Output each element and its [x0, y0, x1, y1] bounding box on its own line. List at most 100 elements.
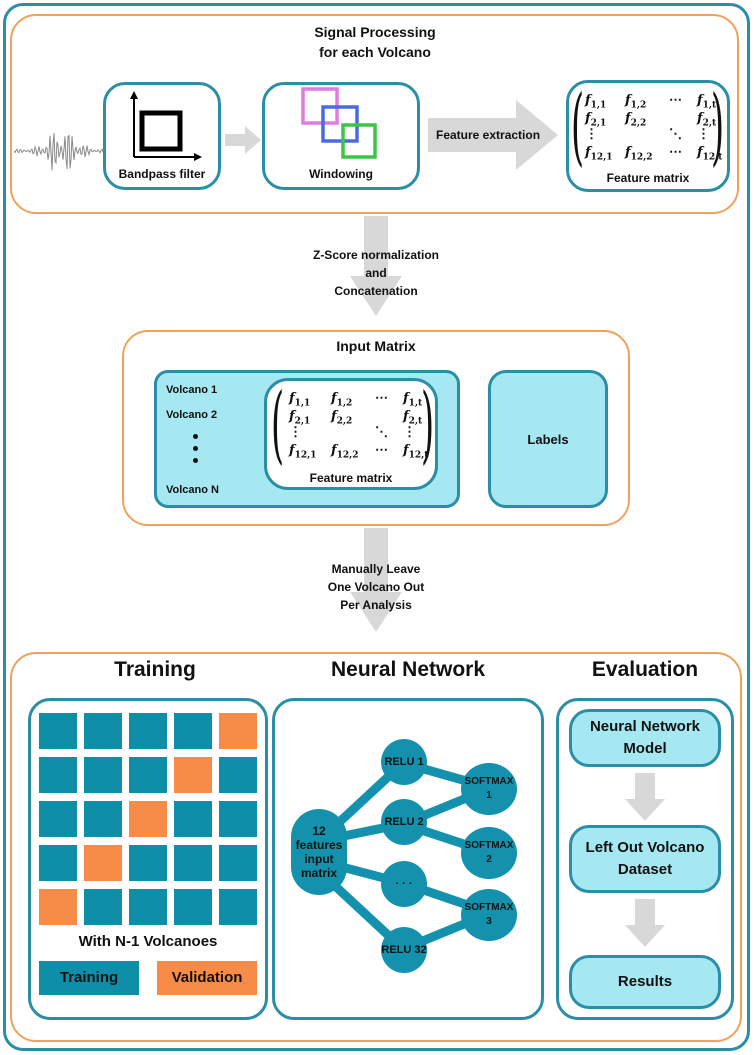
softmax-1-label: SOFTMAX	[464, 776, 514, 787]
training-fold	[129, 889, 167, 925]
arrow-down-eval-1	[625, 773, 665, 821]
arrow-down-1	[350, 216, 402, 316]
arrow-down-2	[350, 528, 402, 632]
input-node-line4: matrix	[300, 866, 338, 880]
training-fold	[39, 757, 77, 793]
left-paren: (	[271, 375, 285, 473]
training-fold	[39, 713, 77, 749]
training-fold	[174, 889, 212, 925]
matrix-cell: f2,t	[697, 111, 717, 129]
training-fold	[39, 801, 77, 837]
feature-matrix-label: Feature matrix	[606, 171, 690, 185]
validation-fold	[129, 801, 167, 837]
matrix-cell: ⋮	[585, 127, 598, 142]
signal-processing-title: Signal Processing for each Volcano	[200, 22, 550, 62]
matrix-cell: f12,2	[331, 443, 359, 461]
matrix-cell: f1,2	[331, 391, 353, 409]
relu-1-label: RELU 1	[384, 756, 424, 768]
legend-training: Training	[39, 961, 139, 995]
matrix-cell: ⋱	[669, 127, 682, 142]
matrix-cell: ⋯	[375, 443, 388, 458]
matrix-cell: ⋯	[375, 391, 388, 406]
feature-extraction-label: Feature extraction	[436, 128, 541, 142]
windowing-box: Windowing	[262, 82, 420, 190]
model-line1: Neural Network	[589, 718, 701, 735]
input-node-line2: features	[295, 838, 343, 852]
softmax-3-label: SOFTMAX	[464, 902, 514, 913]
input-node-line1: 12	[312, 824, 326, 838]
training-fold	[39, 845, 77, 881]
training-fold	[84, 757, 122, 793]
training-fold	[219, 801, 257, 837]
bandpass-filter-box: Bandpass filter	[103, 82, 221, 190]
model-line2: Model	[623, 740, 667, 757]
matrix-cell: f2,2	[331, 409, 353, 427]
right-paren: )	[711, 77, 725, 175]
seismic-waveform	[14, 133, 106, 171]
training-fold	[84, 713, 122, 749]
softmax-2-index: 2	[486, 854, 492, 865]
normalization-line1: Z-Score normalization	[312, 248, 440, 262]
matrix-cell: f12,t	[403, 443, 429, 461]
training-fold	[129, 713, 167, 749]
right-paren: )	[421, 375, 435, 473]
matrix-cell: f12,1	[289, 443, 317, 461]
bandpass-filter-label: Bandpass filter	[118, 167, 206, 181]
relu-2-label: RELU 2	[384, 816, 424, 828]
matrix-cell: ⋮	[289, 425, 302, 440]
ellipsis-label: · · ·	[395, 878, 413, 890]
dataset-line1: Left Out Volcano	[585, 839, 705, 856]
matrix-cell: f2,t	[403, 409, 423, 427]
evaluation-title: Evaluation	[591, 658, 699, 681]
bandpass-filter-icon	[130, 91, 202, 161]
training-box: With N-1 Volcanoes Training Validation	[28, 698, 268, 1020]
training-fold	[84, 801, 122, 837]
input-feature-matrix-label: Feature matrix	[309, 471, 393, 485]
relu-32-label: RELU 32	[381, 944, 427, 956]
normalization-line2: and	[365, 266, 387, 280]
validation-fold	[219, 713, 257, 749]
feature-extraction-arrow	[428, 100, 558, 170]
matrix-cell: f2,2	[625, 111, 647, 129]
leave-line3: Per Analysis	[340, 598, 412, 612]
matrix-cell: f12,t	[697, 145, 723, 163]
ellipsis-node: · · ·	[381, 861, 427, 907]
legend-training-label: Training	[59, 969, 119, 986]
matrix-cell: f1,1	[289, 391, 311, 409]
training-fold	[129, 845, 167, 881]
matrix-cell: ⋯	[669, 145, 682, 160]
matrix-cell: f1,1	[585, 93, 607, 111]
training-fold	[84, 889, 122, 925]
training-title: Training	[114, 658, 196, 681]
matrix-cell: f1,t	[697, 93, 717, 111]
relu-2-node: RELU 2	[381, 799, 427, 845]
waveform-trace	[14, 133, 106, 171]
dataset-line2: Dataset	[617, 861, 673, 878]
results-box: Results	[569, 955, 721, 1009]
softmax-1-index: 1	[486, 790, 492, 801]
training-caption: With N-1 Volcanoes	[78, 933, 218, 950]
neural-network-title: Neural Network	[330, 658, 486, 681]
left-paren: (	[571, 77, 585, 175]
validation-fold	[174, 757, 212, 793]
validation-fold	[39, 889, 77, 925]
validation-fold	[84, 845, 122, 881]
relu-32-node: RELU 32	[381, 927, 427, 973]
neural-network-box: 12 features input matrix RELU 1 RELU 2 ·…	[272, 698, 544, 1020]
windowing-label: Windowing	[309, 167, 373, 181]
windowing-icon	[301, 87, 377, 159]
outer-frame	[3, 3, 750, 1051]
input-node-line3: input	[304, 852, 334, 866]
matrix-cell: f1,t	[403, 391, 423, 409]
training-fold	[174, 713, 212, 749]
input-matrix-title: Input Matrix	[336, 338, 416, 354]
training-fold	[219, 845, 257, 881]
softmax-3-index: 3	[486, 916, 492, 927]
leave-one-out-label: Manually Leave One Volcano Out Per Analy…	[276, 560, 476, 614]
training-fold	[174, 801, 212, 837]
